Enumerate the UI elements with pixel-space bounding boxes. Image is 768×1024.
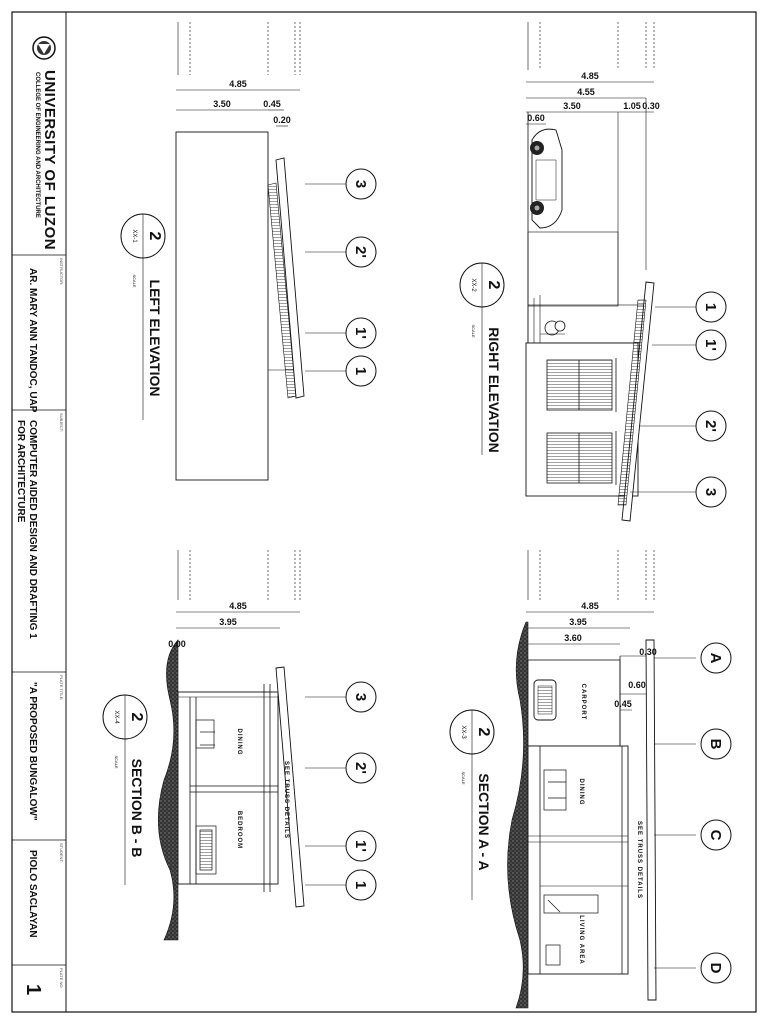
right-scale-label: SCALE	[471, 324, 476, 337]
seca-grid-c: C	[707, 830, 724, 841]
left-level-1p: 1'	[352, 327, 369, 339]
student-name: PIOLO SACLAYAN	[27, 850, 38, 938]
right-level-3: 3	[702, 488, 719, 496]
right-dim-0-60: 0.60	[527, 113, 545, 123]
seca-dim-3-95: 3.95	[569, 617, 587, 627]
subject-text: COMPUTER AIDED DESIGN AND DRAFTING 1 FOR…	[15, 420, 38, 639]
secb-dim-overall: 4.85	[229, 601, 247, 611]
left-dim-fascia: 0.20	[273, 115, 291, 125]
right-level-1-circle	[695, 291, 727, 323]
seca-room-living: LIVING AREA	[578, 915, 584, 964]
plate-number: 1	[22, 984, 44, 996]
secb-truss-note: SEE TRUSS DETAILS	[283, 761, 289, 839]
seca-grid-a: A	[707, 653, 724, 664]
left-scale-label: SCALE	[132, 274, 137, 287]
secb-title-ref: XX-4	[113, 710, 119, 724]
secb-level-2p-circle	[345, 752, 377, 784]
left-level-1-circle	[345, 355, 377, 387]
car-illustration	[530, 128, 563, 229]
right-elevation-drawing	[459, 22, 696, 522]
plate-title: "A PROPOSED BUNGALOW"	[27, 682, 38, 821]
right-level-3-circle	[695, 476, 727, 508]
seca-room-carport: CARPORT	[580, 684, 586, 721]
secb-title: SECTION B - B	[129, 759, 145, 858]
secb-room-bedroom: BEDROOM	[236, 811, 242, 849]
seca-room-dining: DINING	[578, 779, 584, 806]
right-title-ref: XX-2	[470, 278, 476, 292]
left-elevation-title: LEFT ELEVATION	[147, 280, 163, 397]
seca-dim-0-30: 0.30	[639, 647, 657, 657]
secb-level-3-circle	[345, 681, 377, 713]
instructor-label: INSTRUCTOR:	[59, 258, 64, 286]
secb-level-1p: 1'	[352, 840, 369, 852]
sheet-border	[11, 11, 757, 1013]
left-level-1: 1	[352, 367, 369, 375]
seca-dim-overall: 4.85	[581, 601, 599, 611]
seca-title-number: 2	[475, 728, 492, 737]
left-level-1p-circle	[345, 317, 377, 349]
secb-scale-label: SCALE	[114, 755, 119, 768]
right-title-number: 2	[485, 281, 502, 290]
left-level-2p: 2'	[352, 246, 369, 258]
seca-title: SECTION A - A	[476, 773, 492, 870]
right-elevation-title: RIGHT ELEVATION	[486, 327, 502, 452]
seca-scale-label: SCALE	[461, 771, 466, 784]
seca-grid-b: B	[707, 739, 724, 750]
secb-level-3: 3	[352, 693, 369, 701]
left-title-ref: XX-1	[131, 229, 137, 243]
left-elevation-drawing	[120, 22, 346, 481]
right-dim-0-30: 0.30	[642, 101, 660, 111]
right-level-2p: 2'	[702, 420, 719, 432]
seca-truss-note: SEE TRUSS DETAILS	[636, 821, 642, 899]
right-dim-overall: 4.85	[581, 71, 599, 81]
section-a-drawing	[449, 550, 696, 1009]
seca-grid-d: D	[707, 963, 724, 974]
secb-dim-3-95: 3.95	[219, 617, 237, 627]
left-level-3-circle	[345, 168, 377, 200]
seca-title-ref: XX-3	[460, 725, 466, 739]
right-level-1: 1	[702, 303, 719, 311]
left-level-2p-circle	[345, 236, 377, 268]
secb-level-1p-circle	[345, 830, 377, 862]
tree-illustration	[540, 320, 566, 336]
secb-level-2p: 2'	[352, 762, 369, 774]
plate-title-label: PLATE TITLE:	[59, 675, 64, 701]
seca-grid-d-circle	[700, 952, 732, 984]
section-b-drawing	[102, 550, 346, 941]
left-title-number: 2	[146, 232, 163, 241]
left-dim-overall: 4.85	[229, 79, 247, 89]
right-level-2p-circle	[695, 410, 727, 442]
left-dim-main: 3.50	[213, 99, 231, 109]
left-level-3: 3	[352, 180, 369, 188]
seca-dim-0-60: 0.60	[628, 680, 646, 690]
secb-title-number: 2	[128, 713, 145, 722]
instructor-name: AR. MARY ANN TANDOC, UAP	[27, 268, 38, 413]
subject-label: SUBJECT:	[59, 413, 64, 432]
secb-level-1: 1	[352, 881, 369, 889]
right-dim-1-05: 1.05	[623, 101, 641, 111]
secb-dim-0-00: 0.00	[168, 639, 186, 649]
right-dim-4-55: 4.55	[577, 87, 595, 97]
secb-level-1-circle	[345, 869, 377, 901]
seca-grid-c-circle	[700, 819, 732, 851]
student-label: STUDENT:	[59, 843, 64, 863]
university-logo	[32, 36, 56, 60]
right-dim-3-50: 3.50	[563, 101, 581, 111]
right-level-1p-circle	[695, 329, 727, 361]
seca-dim-3-60: 3.60	[564, 633, 582, 643]
college-name: COLLEGE OF ENGINEERING AND ARCHITECTURE	[34, 72, 40, 218]
right-level-1p: 1'	[702, 339, 719, 351]
seca-grid-a-circle	[700, 642, 732, 674]
secb-room-dining: DINING	[236, 729, 242, 756]
seca-grid-b-circle	[700, 728, 732, 760]
plate-no-label: PLATE NO:	[59, 968, 64, 989]
car-section-illustration	[533, 679, 557, 721]
university-name: UNIVERSITY OF LUZON	[41, 70, 58, 251]
left-dim-eave: 0.45	[263, 99, 281, 109]
seca-dim-0-45: 0.45	[614, 699, 632, 709]
